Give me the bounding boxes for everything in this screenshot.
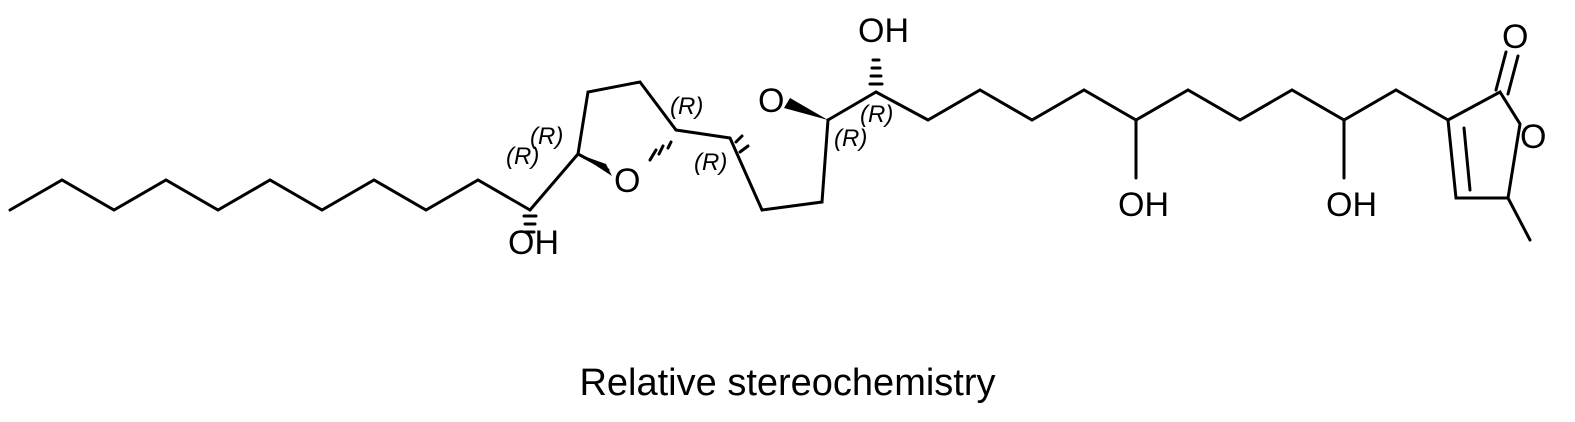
- solid-wedge-bond: [784, 98, 828, 120]
- hashed-wedge-bond: [522, 214, 538, 234]
- ring-oxygen-label: O: [758, 82, 784, 120]
- stereo-descriptor: (R): [670, 93, 703, 120]
- stereo-descriptor: (R): [860, 101, 893, 128]
- ring-oxygen-label: O: [614, 162, 640, 200]
- hashed-wedge-bond: [868, 58, 884, 86]
- figure-caption: Relative stereochemistry: [579, 362, 996, 404]
- butenolide-ring: [1446, 90, 1522, 200]
- hashed-wedge-bond: [734, 134, 750, 154]
- hydroxyl-label: OH: [1118, 186, 1169, 224]
- hydroxyl-label: OH: [508, 224, 559, 262]
- bond: [1506, 196, 1532, 242]
- bond: [528, 152, 580, 212]
- alkyl-chain: [874, 88, 1450, 122]
- bond: [674, 128, 732, 140]
- stereo-descriptor: (R): [694, 149, 727, 176]
- bond: [1462, 126, 1472, 192]
- alkyl-chain: [8, 178, 532, 212]
- carbonyl-bond: [1494, 50, 1508, 92]
- thf-ring-1: [576, 80, 678, 156]
- carbonyl-bond: [1506, 54, 1520, 96]
- carbonyl-oxygen-label: O: [1502, 18, 1528, 56]
- bond: [826, 90, 878, 122]
- solid-wedge-bond: [578, 154, 612, 176]
- hydroxyl-label: OH: [1326, 186, 1377, 224]
- stereo-descriptor: (R): [530, 123, 563, 150]
- thf-ring-2: [728, 118, 830, 212]
- stereo-descriptor: (R): [834, 125, 867, 152]
- stereo-descriptor: (R): [506, 143, 539, 170]
- lactone-oxygen-label: O: [1520, 118, 1546, 156]
- hydroxyl-label: OH: [858, 12, 909, 50]
- hashed-wedge-bond: [648, 140, 673, 162]
